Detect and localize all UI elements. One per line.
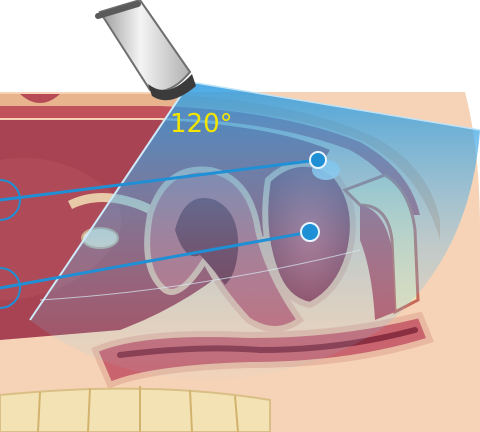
callout-marker-icon: [301, 223, 319, 241]
angle-label: 120°: [170, 109, 233, 139]
callout-marker-icon: [310, 152, 326, 168]
ultrasound-probe-icon: [98, 0, 196, 100]
